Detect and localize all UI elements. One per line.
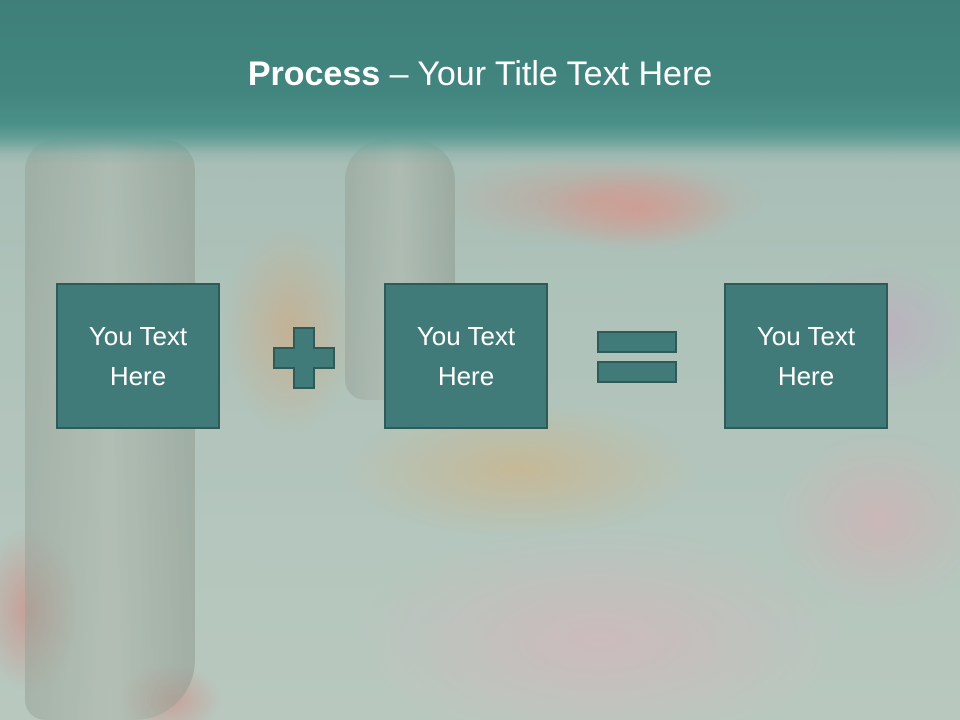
slide-title-rest: – Your Title Text Here bbox=[380, 55, 713, 93]
process-step-3-text[interactable]: You Text Here bbox=[756, 321, 856, 391]
process-step-2-box[interactable]: You Text Here bbox=[384, 283, 548, 429]
equals-icon bbox=[597, 331, 677, 383]
title-band bbox=[0, 0, 960, 165]
plus-icon bbox=[273, 327, 335, 389]
process-step-1-text[interactable]: You Text Here bbox=[88, 321, 188, 391]
slide-title[interactable]: Process – Your Title Text Here bbox=[0, 52, 960, 96]
process-step-1-box[interactable]: You Text Here bbox=[56, 283, 220, 429]
slide-title-bold: Process bbox=[247, 55, 381, 93]
process-step-2-text[interactable]: You Text Here bbox=[416, 321, 516, 391]
tree-trunk-left bbox=[25, 140, 195, 720]
process-step-3-box[interactable]: You Text Here bbox=[724, 283, 888, 429]
